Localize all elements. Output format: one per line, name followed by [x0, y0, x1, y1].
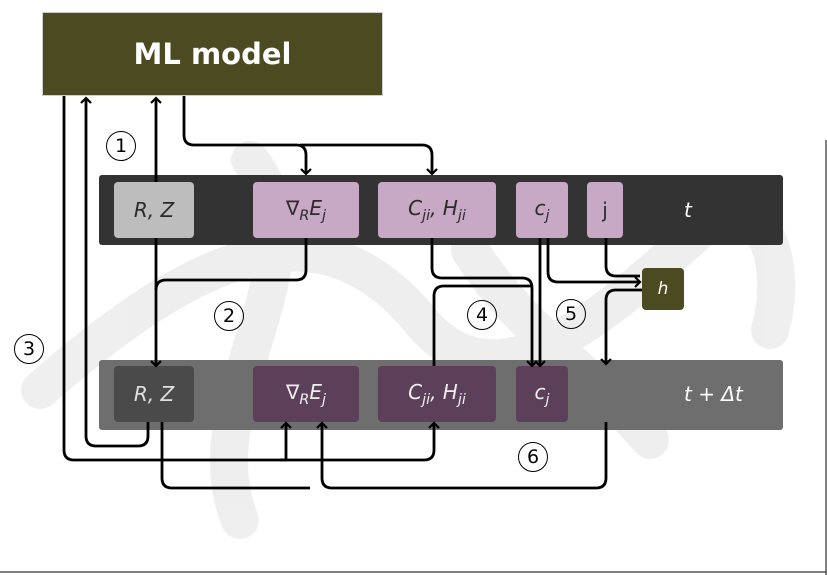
- grad-tdt-label: ∇REj: [285, 380, 327, 408]
- box-cj-t: cj: [516, 182, 568, 238]
- arrow-3-rz-to-ml-a: [80, 96, 150, 448]
- h-box: h: [642, 268, 684, 310]
- box-c-h-tdt: Cji, Hji: [378, 366, 496, 422]
- step-5: 5: [556, 299, 586, 329]
- ml-model-label: ML model: [133, 37, 292, 71]
- rz-t-label: R, Z: [133, 198, 175, 222]
- arrow-6-return: [316, 421, 608, 490]
- arrow-ml-to-grad-t: [182, 96, 312, 176]
- step-3: 3: [14, 334, 44, 364]
- arrow-ml-to-grad-tdt: [280, 421, 292, 462]
- box-cj-tdt: cj: [516, 366, 568, 422]
- step-1: 1: [106, 131, 136, 161]
- j-t-label: j: [602, 198, 608, 222]
- box-c-h-t: Cji, Hji: [378, 182, 496, 238]
- c-h-t-label: Cji, Hji: [408, 196, 466, 224]
- arrow-5-j-to-h: [604, 238, 640, 278]
- arrow-5-cj-to-h: [546, 238, 642, 288]
- cj-tdt-label: cj: [534, 380, 550, 408]
- arrow-4-ch-to-cj: [430, 238, 538, 368]
- step-4: 4: [467, 300, 497, 330]
- time-label-tdt: t + Δt: [684, 382, 743, 406]
- rz-tdt-label: R, Z: [133, 382, 175, 406]
- cj-t-label: cj: [534, 196, 550, 224]
- arrow-rz-bottom: [160, 422, 310, 490]
- ml-model-box: ML model: [42, 12, 383, 96]
- step-6: 6: [518, 442, 548, 472]
- arrow-ml-to-ch-t: [300, 143, 438, 176]
- box-j-t: j: [587, 182, 623, 238]
- arrow-h-to-tdt: [600, 288, 642, 366]
- box-grad-tdt: ∇REj: [253, 366, 359, 422]
- c-h-tdt-label: Cji, Hji: [408, 380, 466, 408]
- box-rz-tdt: R, Z: [114, 366, 194, 422]
- box-grad-t: ∇REj: [253, 182, 359, 238]
- arrow-3-line-b: [62, 96, 440, 462]
- step-2: 2: [214, 301, 244, 331]
- arrow-2-grad-to-rz: [154, 238, 308, 291]
- box-rz-t: R, Z: [114, 182, 194, 238]
- time-label-t: t: [684, 198, 692, 222]
- h-label: h: [657, 279, 669, 299]
- grad-t-label: ∇REj: [285, 196, 327, 224]
- arrow-4-ch-tdt-up: [432, 284, 532, 366]
